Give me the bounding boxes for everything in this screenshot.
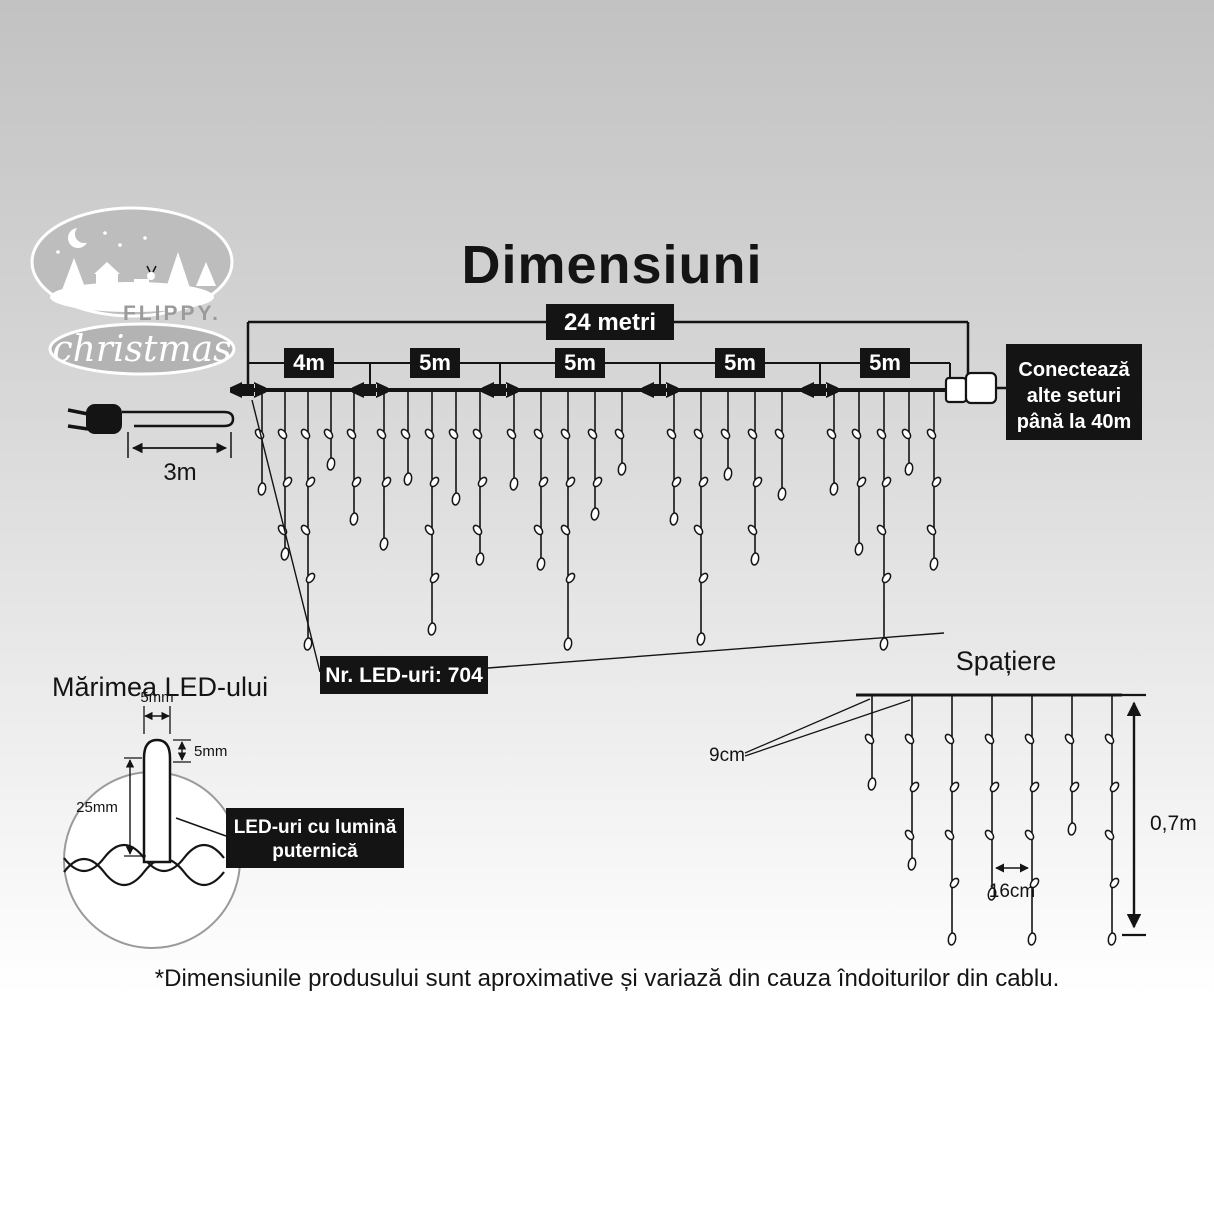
spacing-detail: Spațiere 9cm 16cm 0,7m <box>709 646 1197 946</box>
icicle-group <box>864 695 1120 946</box>
segment-label: 5m <box>724 350 756 375</box>
bottom-gap-label: 16cm <box>989 881 1035 902</box>
icicle-group <box>376 390 488 636</box>
icicle-group <box>666 390 787 646</box>
total-length-label: 24 metri <box>564 309 656 336</box>
connect-sets-line: alte seturi <box>1027 385 1121 407</box>
brand-name: FLIPPY. <box>123 302 221 325</box>
segment-labels: 4m 5m 5m 5m 5m <box>284 348 910 378</box>
segment-label: 5m <box>869 350 901 375</box>
led-callout-box <box>226 808 404 868</box>
wire-connector <box>230 382 266 398</box>
led-cap-label: 5mm <box>194 743 227 760</box>
drop-height-label: 0,7m <box>1150 812 1197 835</box>
total-length-box <box>546 304 674 340</box>
icicle-group <box>826 390 942 651</box>
segment-label: 5m <box>419 350 451 375</box>
wire-connector <box>352 382 388 398</box>
callout-pointer <box>175 817 227 837</box>
segment-label: 4m <box>293 350 325 375</box>
lead-length-label: 3m <box>163 459 196 486</box>
led-count-pointer-right <box>487 632 945 669</box>
led-count-pointer-left <box>251 399 321 673</box>
led-callout-line: LED-uri cu lumină <box>234 817 397 838</box>
led-size-detail: Mărimea LED-ului 5mm 5mm 25mm LED-uri cu… <box>52 672 404 949</box>
twisted-wire <box>63 857 225 887</box>
footnote: *Dimensiunile produsului sunt aproximati… <box>155 965 1059 992</box>
logo-tree-icon <box>62 258 86 290</box>
segment-label: 5m <box>564 350 596 375</box>
page-title: Dimensiuni <box>461 235 762 295</box>
top-gap-pointers <box>744 698 911 757</box>
led-bulb-shape <box>142 738 172 864</box>
wire-connector <box>482 382 518 398</box>
connect-sets-line: Conectează <box>1018 359 1130 381</box>
top-gap-label: 9cm <box>709 745 745 766</box>
spacing-heading: Spațiere <box>956 646 1057 676</box>
led-size-heading: Mărimea LED-ului <box>52 672 268 702</box>
icicle-group <box>506 390 627 651</box>
led-width-label: 5mm <box>140 689 173 706</box>
main-string-diagram: 24 metri 4m 5m 5m 5m 5m <box>67 304 1142 694</box>
logo-deer-icon <box>134 279 149 288</box>
logo-script-shape <box>48 322 236 376</box>
led-count-box <box>320 656 488 694</box>
logo-snow-ground <box>50 282 214 312</box>
icicle-group <box>254 390 362 651</box>
lead-cord <box>122 410 235 428</box>
power-plug-icon <box>67 404 122 434</box>
connect-sets-line: până la 40m <box>1017 411 1132 433</box>
brand-logo: FLIPPY. christmas <box>30 206 236 376</box>
wire-connector <box>802 382 838 398</box>
logo-tree-icon <box>196 262 216 286</box>
wire-connector <box>642 382 678 398</box>
logo-tree-icon <box>166 252 190 288</box>
connect-sets-box <box>1006 344 1142 440</box>
end-coupler-plug <box>944 371 1008 405</box>
led-height-label: 25mm <box>76 799 118 816</box>
lead-extension-ticks <box>127 432 232 458</box>
logo-house-icon <box>96 274 118 291</box>
led-callout-line: puternică <box>272 841 358 862</box>
led-count-label: Nr. LED-uri: 704 <box>325 664 483 687</box>
brand-script: christmas <box>52 329 231 370</box>
